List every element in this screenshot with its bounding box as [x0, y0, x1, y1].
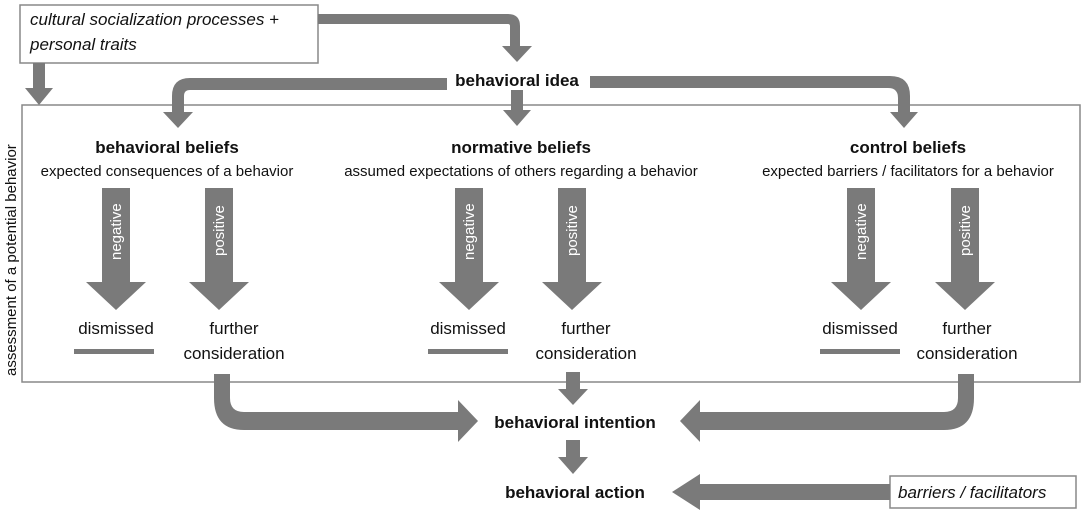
assessment-side-label: assessment of a potential behavior: [3, 144, 20, 376]
further-label-line1: further: [209, 319, 258, 338]
arrow-normative-to-intention: [558, 372, 588, 405]
negative-arrow: [831, 188, 891, 310]
further-label-line1: further: [561, 319, 610, 338]
negative-label: negative: [461, 203, 478, 260]
further-label-line1: further: [942, 319, 991, 338]
belief-column-behavioral: behavioral beliefs expected consequences…: [41, 138, 294, 363]
barriers-box: [889, 475, 1077, 509]
belief-title: normative beliefs: [451, 138, 591, 157]
socialization-text-line2: personal traits: [29, 35, 137, 54]
dismissed-label: dismissed: [430, 319, 506, 338]
positive-label: positive: [564, 205, 581, 256]
node-behavioral-idea: behavioral idea: [455, 71, 579, 90]
further-label-line2: consideration: [916, 344, 1017, 363]
dismissed-bar: [428, 349, 508, 354]
belief-subtitle: expected consequences of a behavior: [41, 163, 294, 180]
arrow-idea-to-control-beliefs: [590, 76, 918, 128]
dismissed-bar: [820, 349, 900, 354]
node-behavioral-action: behavioral action: [505, 483, 645, 502]
further-label-line2: consideration: [183, 344, 284, 363]
belief-title: behavioral beliefs: [95, 138, 239, 157]
arrow-socialization-to-idea: [318, 14, 532, 62]
negative-label: negative: [108, 203, 125, 260]
belief-title: control beliefs: [850, 138, 966, 157]
belief-column-control: control beliefs expected barriers / faci…: [762, 138, 1054, 363]
node-behavioral-intention: behavioral intention: [494, 413, 656, 432]
arrow-idea-to-behavioral-beliefs: [163, 78, 447, 128]
negative-arrow: [86, 188, 146, 310]
arrow-behavioral-to-intention: [214, 374, 478, 442]
arrow-intention-to-action: [558, 440, 588, 474]
positive-label: positive: [957, 205, 974, 256]
barriers-text: barriers / facilitators: [898, 483, 1047, 502]
positive-arrow: [542, 188, 602, 310]
positive-arrow: [935, 188, 995, 310]
negative-arrow: [439, 188, 499, 310]
positive-label: positive: [211, 205, 228, 256]
dismissed-bar: [74, 349, 154, 354]
negative-label: negative: [853, 203, 870, 260]
belief-subtitle: assumed expectations of others regarding…: [344, 163, 698, 180]
further-label-line2: consideration: [535, 344, 636, 363]
arrow-socialization-down: [25, 63, 53, 105]
arrow-control-to-intention: [680, 374, 974, 442]
arrow-idea-to-normative-beliefs: [503, 90, 531, 126]
assessment-frame: [21, 104, 1081, 383]
dismissed-label: dismissed: [822, 319, 898, 338]
belief-subtitle: expected barriers / facilitators for a b…: [762, 163, 1054, 180]
socialization-box: [19, 4, 319, 64]
positive-arrow: [189, 188, 249, 310]
socialization-text-line1: cultural socialization processes +: [30, 10, 279, 29]
belief-column-normative: normative beliefs assumed expectations o…: [344, 138, 698, 363]
dismissed-label: dismissed: [78, 319, 154, 338]
arrow-barriers-to-action: [672, 474, 890, 510]
